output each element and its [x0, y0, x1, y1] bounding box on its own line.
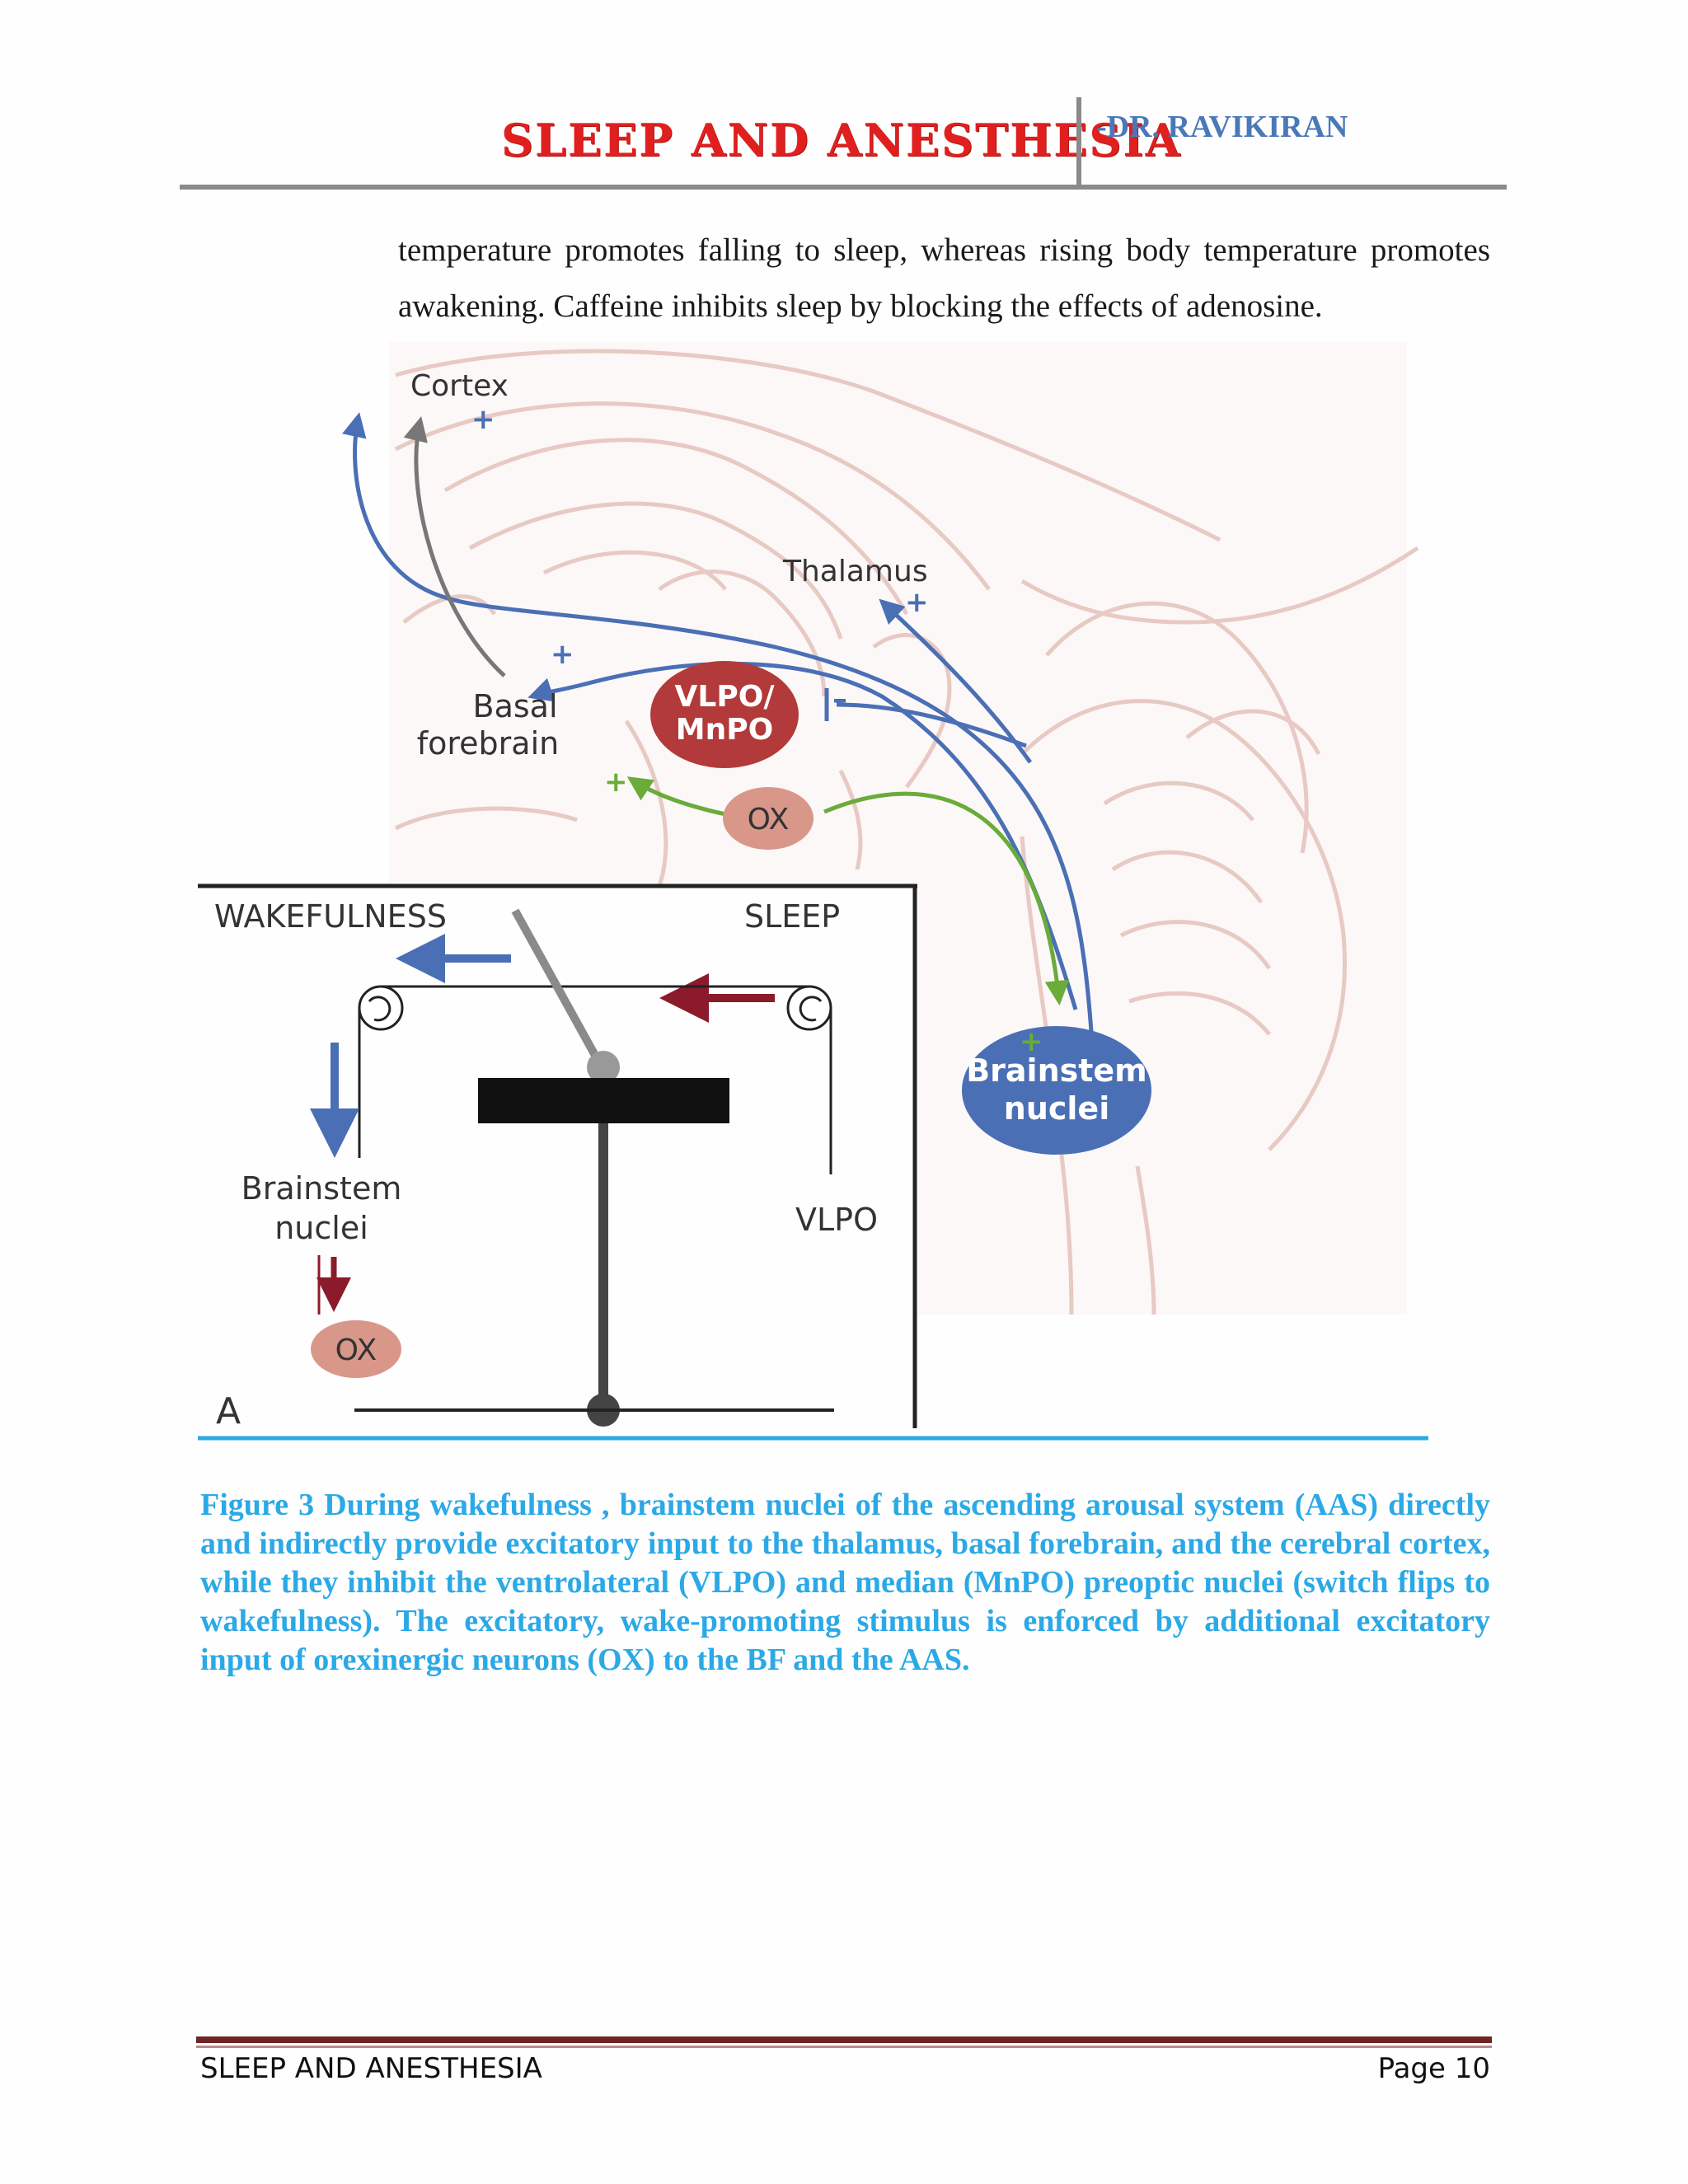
excitatory-pathways [342, 412, 1095, 1043]
figure-caption: Figure 3 During wakefulness , brainstem … [200, 1488, 1490, 1677]
header-divider [1076, 97, 1081, 185]
header-rule [180, 185, 1507, 190]
sleep-label: SLEEP [744, 898, 840, 935]
vlpo-mnpo-node [650, 661, 799, 768]
flip-flop-switch-panel: WAKEFULNESS SLEEP Brainstem nuclei VLPO … [198, 883, 917, 1451]
basal-label-line2: forebrain [417, 725, 559, 762]
vlpo-label-line1: VLPO/ [675, 680, 776, 714]
thalamus-label: Thalamus [782, 555, 928, 588]
footer-rule [196, 2036, 1492, 2043]
cortex-plus-sign: + [471, 403, 495, 436]
lever-pivot [587, 1051, 620, 1084]
panel-letter: A [216, 1390, 241, 1432]
panel-vlpo-label: VLPO [795, 1202, 878, 1238]
switch-stem [598, 1123, 608, 1413]
body-text-line-2: awakening. Caffeine inhibits sleep by bl… [398, 288, 1323, 324]
wakefulness-label: WAKEFULNESS [214, 898, 447, 935]
footer-rule-thin [196, 2046, 1492, 2048]
cortex-label: Cortex [410, 369, 509, 403]
panel-brainstem-line2: nuclei [274, 1210, 368, 1246]
body-text-line-1: temperature promotes falling to sleep, w… [398, 232, 1490, 268]
switch-lever [511, 908, 606, 1070]
footer-title: SLEEP AND ANESTHESIA [200, 2052, 542, 2085]
basal-plus-sign: + [551, 638, 574, 671]
left-pulley [358, 985, 404, 1031]
brainstem-green-plus-sign: + [1020, 1025, 1043, 1058]
vlpo-minus-sign: – [832, 682, 847, 716]
panel-ox-label: OX [335, 1333, 377, 1367]
vlpo-label-line2: MnPO [676, 713, 773, 747]
basal-green-plus-sign: + [604, 766, 628, 799]
page-number: Page 10 [1377, 2052, 1490, 2085]
right-pulley [786, 985, 832, 1031]
header-author: -DR. RAVIKIRAN [1096, 110, 1348, 144]
thalamus-plus-sign: + [905, 586, 929, 619]
brainstem-nuclei-node [962, 1026, 1151, 1155]
panel-ox-node [311, 1320, 401, 1378]
sleep-switch-figure: VLPO/ MnPO OX Brainstem nuclei Cortex Th… [198, 342, 1428, 1451]
switch-bar [478, 1078, 729, 1123]
basal-label-line1: Basal [473, 688, 558, 724]
ox-label: OX [748, 803, 790, 837]
ox-node [723, 787, 814, 850]
panel-brainstem-line1: Brainstem [241, 1170, 402, 1207]
brainstem-label-line1: Brainstem [966, 1052, 1147, 1089]
brainstem-label-line2: nuclei [1004, 1090, 1109, 1127]
header-title: SLEEP AND ANESTHESIA [501, 114, 1182, 166]
